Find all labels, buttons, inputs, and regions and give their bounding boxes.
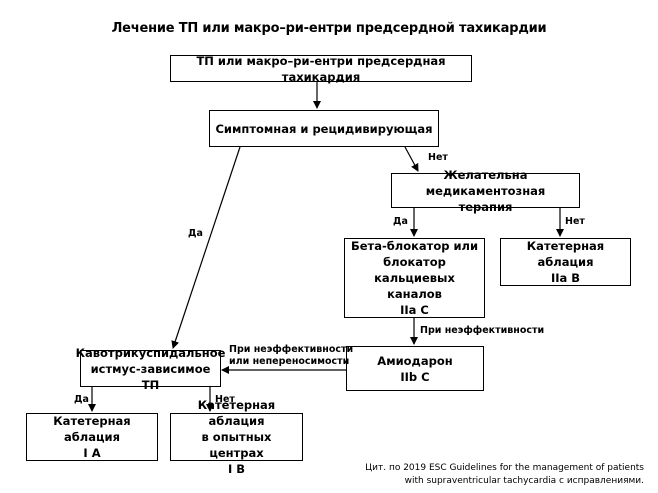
ablation-ib-node: Катетерная аблация в опытных центрах I B <box>170 398 303 476</box>
label-ineffective: При неэффективности <box>420 325 545 336</box>
arrow-symptomatic-to-cti <box>171 146 241 349</box>
label-yes-cti: Да <box>188 228 203 239</box>
label-yes-beta: Да <box>393 216 408 227</box>
ablation-ia-node: Катетерная аблация I A <box>26 413 158 461</box>
cti-node: Кавотрикуспидальное истмус-зависимое ТП <box>75 345 226 392</box>
label-no-ablation-iia: Нет <box>565 216 585 227</box>
label-yes-ablation-ia: Да <box>74 394 89 405</box>
label-no-ablation-ib: Нет <box>215 394 235 405</box>
citation: Цит. по 2019 ESC Guidelines for the mana… <box>365 463 644 486</box>
symptomatic-node: Симптомная и рецидивирующая <box>209 110 439 147</box>
label-no-drug: Нет <box>428 152 448 163</box>
beta-blocker-node: Бета-блокатор или блокатор кальциевых ка… <box>344 238 485 318</box>
arrow-symptomatic-to-drug <box>404 146 419 172</box>
page-title: Лечение ТП или макро–ри-ентри предсердно… <box>111 21 547 36</box>
amiodarone-node: Амиодарон IIb C <box>346 346 484 391</box>
drug-therapy-node: Желательна медикаментозная терапия <box>391 168 580 214</box>
label-ineffective-intolerance: При неэффективности или непереносимости <box>229 344 354 367</box>
start-node: ТП или макро–ри-ентри предсердная тахика… <box>170 54 472 84</box>
ablation-iia-b-node: Катетерная аблация IIa B <box>500 238 631 286</box>
